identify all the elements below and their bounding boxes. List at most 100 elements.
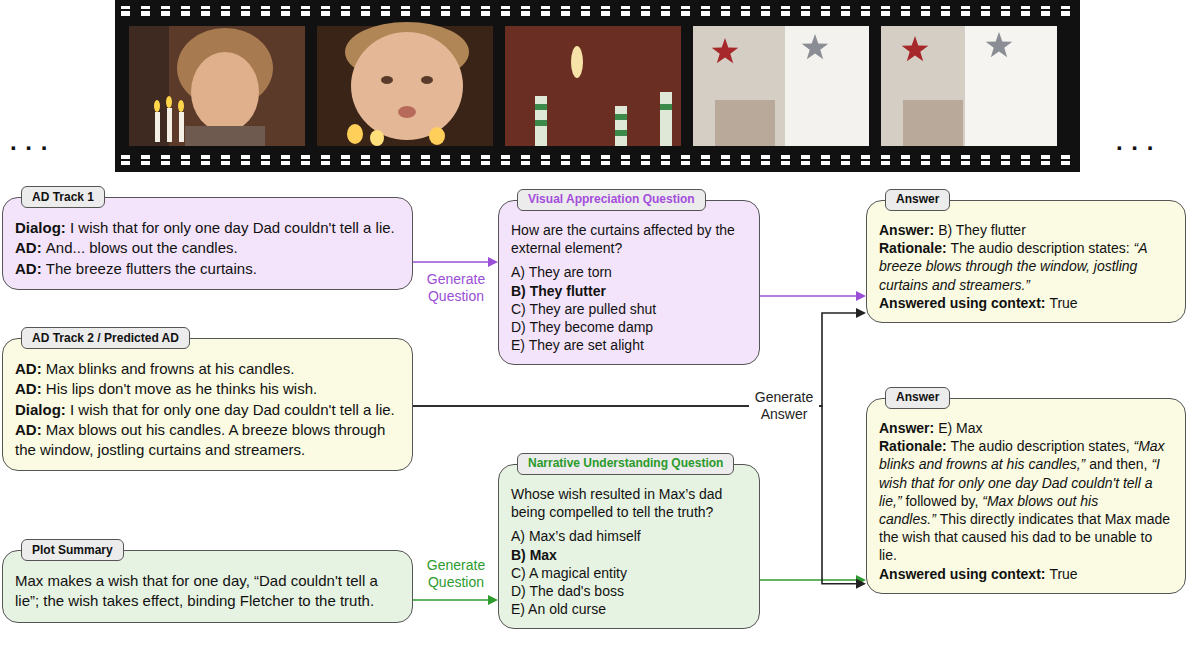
text-row: How are the curtains affected by the ext… <box>511 221 747 257</box>
text-row: A) Max’s dad himself <box>511 527 747 545</box>
text-row: B) They flutter <box>511 282 747 300</box>
text-row: D) They become damp <box>511 318 747 336</box>
text-row: Answer:E) Max <box>879 419 1173 437</box>
body-text: I wish that for only one day Dad couldn'… <box>70 219 395 236</box>
body-text: The breeze flutters the curtains. <box>46 260 257 277</box>
heading-tab: AD Track 2 / Predicted AD <box>21 327 190 349</box>
ellipsis-mark: . . . <box>1116 128 1154 156</box>
frame-curtains <box>881 26 1057 146</box>
text-row: AD:Max blinks and frowns at his candles. <box>15 359 400 379</box>
body-text: E) Max <box>938 420 982 436</box>
bold-text: Answer: <box>879 420 934 436</box>
body-text: A) They are torn <box>511 264 612 280</box>
arrow-head <box>856 308 866 318</box>
ad-track-box: AD Track 1Dialog:I wish that for only on… <box>2 197 413 290</box>
text-row: AD:His lips don't move as he thinks his … <box>15 379 400 399</box>
bold-text: AD: <box>15 380 42 397</box>
body-text: The audio description states: <box>951 240 1130 256</box>
text-row: Answer:B) They flutter <box>879 221 1173 239</box>
bold-text: Answered using context: <box>879 566 1045 582</box>
sprocket-row <box>115 155 1080 165</box>
text-row: Answered using context:True <box>879 565 1173 583</box>
frame-closeup <box>317 22 493 146</box>
connector-line <box>760 295 858 297</box>
body-text: and then, <box>1089 456 1147 472</box>
text-row: A) They are torn <box>511 263 747 281</box>
frame-candles <box>505 26 681 146</box>
bold-text: Rationale: <box>879 438 947 454</box>
body-text: Whose wish resulted in Max’s dad being c… <box>511 486 722 520</box>
question-box: Visual Appreciation QuestionHow are the … <box>498 200 760 365</box>
edge-label: Generate Answer <box>749 388 819 424</box>
heading-tab: AD Track 1 <box>21 186 105 208</box>
strip-band <box>115 0 1080 172</box>
text-row: Whose wish resulted in Max’s dad being c… <box>511 485 747 521</box>
text-row: Dialog:I wish that for only one day Dad … <box>15 400 400 420</box>
arrow-head <box>856 291 866 301</box>
body-text: True <box>1049 566 1077 582</box>
frame-boy <box>129 26 305 146</box>
arrow-head <box>488 257 498 267</box>
film-strip <box>115 0 1080 172</box>
body-text: E) An old curse <box>511 601 606 617</box>
text-row: Rationale:The audio description states:“… <box>879 239 1173 294</box>
body-text: True <box>1049 295 1077 311</box>
bold-text: AD: <box>15 260 42 277</box>
bold-text: Dialog: <box>15 219 66 236</box>
heading-tab: Visual Appreciation Question <box>517 189 706 211</box>
arrow-head <box>856 579 866 589</box>
body-text: D) The dad's boss <box>511 583 624 599</box>
connector-line <box>760 579 858 581</box>
ad-track-box: AD Track 2 / Predicted ADAD:Max blinks a… <box>2 338 413 471</box>
body-text: A) Max’s dad himself <box>511 528 641 544</box>
bold-text: B) Max <box>511 547 557 563</box>
bold-text: B) They flutter <box>511 283 606 299</box>
body-text: Max makes a wish that for one day, “Dad … <box>15 572 378 609</box>
body-text: His lips don't move as he thinks his wis… <box>46 380 317 397</box>
body-text: C) A magical entity <box>511 565 627 581</box>
text-row: E) An old curse <box>511 600 747 618</box>
text-row: Rationale:The audio description states,“… <box>879 437 1173 564</box>
connector-line <box>413 261 490 263</box>
body-text: E) They are set alight <box>511 337 644 353</box>
connector <box>413 595 498 605</box>
heading-tab: Answer <box>885 189 950 211</box>
text-row: AD:And... blows out the candles. <box>15 238 400 258</box>
body-text: D) They become damp <box>511 319 653 335</box>
connector-line <box>413 599 490 601</box>
body-text: How are the curtains affected by the ext… <box>511 222 735 256</box>
connector <box>760 291 866 301</box>
sprocket-row <box>115 6 1080 16</box>
body-text: Max blinks and frowns at his candles. <box>46 360 294 377</box>
text-row: D) The dad's boss <box>511 582 747 600</box>
bold-text: Answered using context: <box>879 295 1045 311</box>
frame-curtains <box>693 26 869 146</box>
bold-text: AD: <box>15 360 42 377</box>
edge-label: Generate Question <box>417 270 495 306</box>
bold-text: AD: <box>15 239 42 256</box>
arrow-head <box>488 595 498 605</box>
heading-tab: Plot Summary <box>21 539 124 561</box>
bold-text: Answer: <box>879 222 934 238</box>
connector <box>413 257 498 267</box>
text-row: E) They are set alight <box>511 336 747 354</box>
body-text: followed by, <box>905 493 978 509</box>
text-row: Dialog:I wish that for only one day Dad … <box>15 218 400 238</box>
bold-text: Dialog: <box>15 401 66 418</box>
text-row: AD:The breeze flutters the curtains. <box>15 259 400 279</box>
body-text: The audio description states, <box>951 438 1130 454</box>
heading-tab: Narrative Understanding Question <box>517 453 734 475</box>
body-text: C) They are pulled shut <box>511 301 656 317</box>
ellipsis-mark: . . . <box>10 128 48 156</box>
body-text: I wish that for only one day Dad couldn'… <box>70 401 395 418</box>
heading-tab: Answer <box>885 387 950 409</box>
text-row: Answered using context:True <box>879 294 1173 312</box>
body-text: B) They flutter <box>938 222 1026 238</box>
bold-text: AD: <box>15 421 42 438</box>
text-row: C) They are pulled shut <box>511 300 747 318</box>
answer-box: AnswerAnswer:B) They flutterRationale:Th… <box>866 200 1186 323</box>
answer-box: AnswerAnswer:E) MaxRationale:The audio d… <box>866 398 1186 594</box>
text-row: C) A magical entity <box>511 564 747 582</box>
bold-text: Rationale: <box>879 240 947 256</box>
